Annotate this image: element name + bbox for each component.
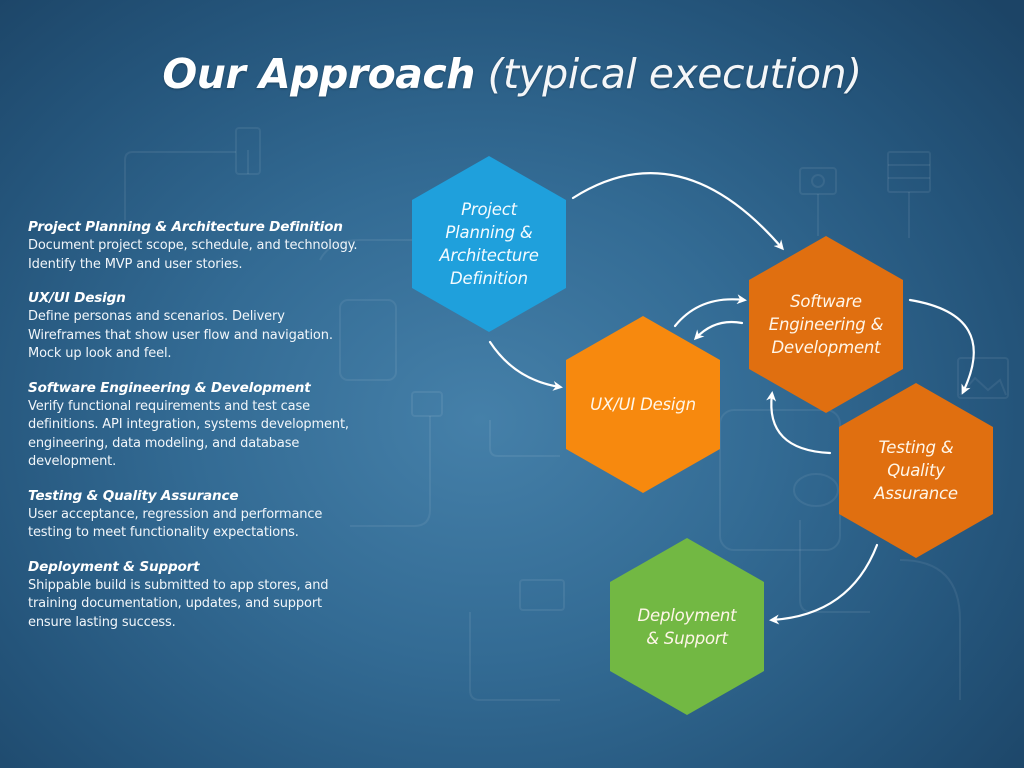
hex-label-deployment: Deployment & Support	[610, 582, 764, 671]
desc-uxui: UX/UI Design Define personas and scenari…	[28, 289, 358, 364]
label-line: Assurance	[874, 484, 958, 503]
page-title: Our Approach (typical execution)	[0, 44, 1024, 104]
label-line: Planning &	[445, 223, 533, 242]
desc-body: Verify functional requirements and test …	[28, 398, 349, 470]
hex-testing	[839, 383, 993, 558]
desc-heading: Software Engineering & Development	[28, 379, 311, 396]
label-line: Software	[790, 292, 862, 311]
arrow-testing-to-software	[766, 391, 832, 455]
label-line: & Support	[646, 628, 728, 648]
arrow-planning-to-uxui	[488, 340, 563, 391]
hex-uxui	[566, 316, 720, 493]
label-line: Deployment	[637, 605, 737, 625]
desc-deployment: Deployment & Support Shippable build is …	[28, 558, 358, 633]
hex-deployment	[610, 538, 764, 715]
label-line: Definition	[450, 269, 528, 288]
label-line: Project	[461, 200, 517, 219]
label-line: Architecture	[439, 246, 539, 265]
desc-planning: Project Planning & Architecture Definiti…	[28, 218, 358, 274]
phase-descriptions: Project Planning & Architecture Definiti…	[28, 218, 358, 647]
hex-label-testing: Testing & Quality Assurance	[839, 427, 993, 514]
desc-heading: Project Planning & Architecture Definiti…	[28, 219, 343, 235]
desc-heading: UX/UI Design	[28, 290, 126, 306]
arrow-uxui-to-software	[673, 294, 747, 328]
hex-planning	[412, 156, 566, 332]
desc-body: Document project scope, schedule, and te…	[28, 238, 358, 272]
desc-body: Define personas and scenarios. Delivery …	[28, 309, 333, 361]
title-bold: Our Approach	[162, 50, 475, 98]
hex-label-software: Software Engineering & Development	[749, 280, 903, 369]
label-line: Testing &	[878, 438, 954, 457]
label-line: Engineering &	[768, 315, 884, 334]
hex-label-uxui: UX/UI Design	[566, 360, 720, 449]
desc-heading: Testing & Quality Assurance	[28, 487, 239, 504]
hex-label-planning: Project Planning & Architecture Definiti…	[412, 188, 566, 300]
desc-software: Software Engineering & Development Verif…	[28, 379, 358, 472]
desc-testing: Testing & Quality Assurance User accepta…	[28, 487, 358, 543]
label-line: UX/UI Design	[590, 395, 696, 414]
desc-body: Shippable build is submitted to app stor…	[28, 577, 329, 630]
arrow-software-to-uxui	[693, 320, 744, 341]
hex-software	[749, 236, 903, 413]
arrow-software-to-testing	[908, 298, 975, 395]
desc-body: User acceptance, regression and performa…	[28, 506, 323, 541]
desc-heading: Deployment & Support	[28, 558, 200, 575]
label-line: Quality	[887, 461, 945, 480]
arrow-testing-to-deployment	[769, 543, 879, 625]
title-subtitle: (typical execution)	[487, 50, 862, 98]
label-line: Development	[771, 338, 881, 357]
arrow-planning-to-software	[571, 172, 784, 251]
